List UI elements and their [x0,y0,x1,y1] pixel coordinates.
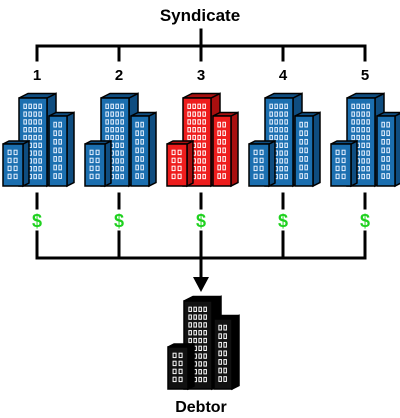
debtor-label: Debtor [175,399,227,416]
lender-number: 4 [279,67,288,84]
lender-4-building-left-block [248,139,276,188]
lender-2-building [84,92,157,188]
lender-1-building [2,92,75,188]
lender-1-building-left-block [2,139,30,188]
lender-number: 5 [361,67,369,84]
debtor-building-body-right-tower [213,314,240,391]
lender-number: 2 [115,67,123,84]
lender-1: 1$ [2,67,75,231]
lender-group: 1$2$3$4$5$ [2,67,400,231]
lender-4-building-right-tower [294,111,321,188]
lender-5-building-right-tower [376,111,400,188]
lender-4-building [248,92,321,188]
connector-lines [35,28,367,292]
arrow-head [193,277,209,292]
lender-3-building-left-block [166,139,194,188]
debtor-building [167,295,240,391]
lender-5: 5$ [330,67,400,231]
debtor-building-body [167,295,240,391]
lender-3-building-right-tower [212,111,239,188]
money-icon: $ [278,211,288,231]
lender-3-building [166,92,239,188]
lender-5-building [330,92,400,188]
lender-3: 3$ [166,67,239,231]
lender-4: 4$ [248,67,321,231]
lender-1-building-right-tower [48,111,75,188]
lender-2: 2$ [84,67,157,231]
lender-2-building-right-tower [130,111,157,188]
money-icon: $ [360,211,370,231]
debtor-building-body-left-block [167,342,195,391]
money-icon: $ [196,211,206,231]
lender-number: 1 [33,67,41,84]
lender-5-building-left-block [330,139,358,188]
lender-2-building-left-block [84,139,112,188]
money-icon: $ [114,211,124,231]
diagram-title: Syndicate [160,6,240,25]
money-icon: $ [32,211,42,231]
lender-number: 3 [197,67,205,84]
